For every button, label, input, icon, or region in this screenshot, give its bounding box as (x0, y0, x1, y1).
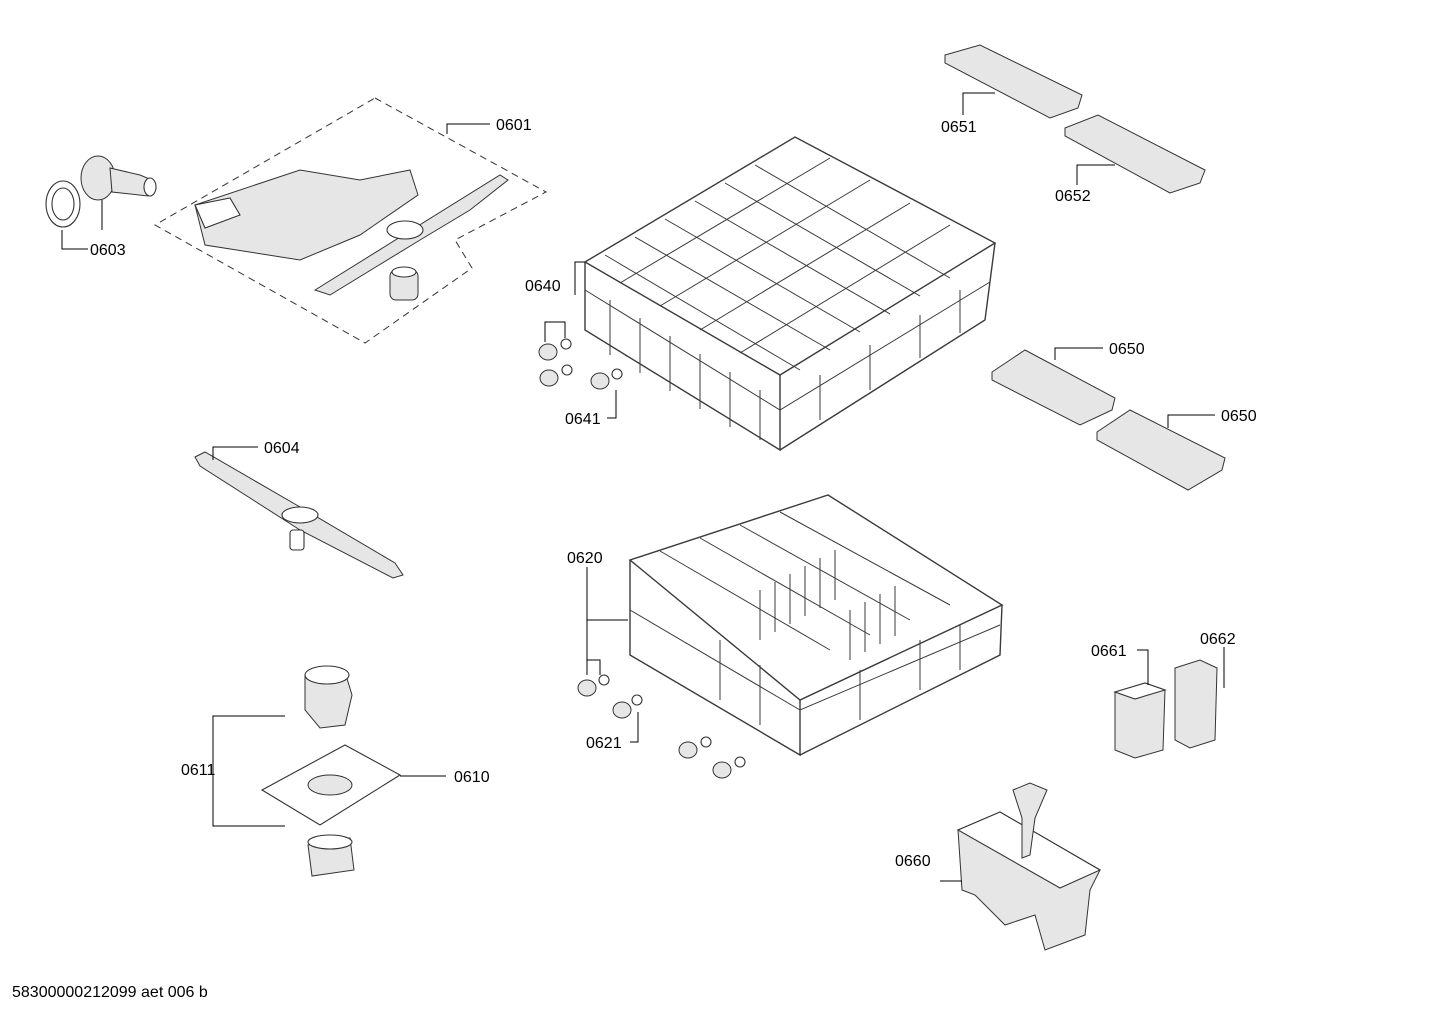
filter-assembly-drawing (260, 665, 402, 877)
label-0660: 0660 (895, 853, 931, 870)
label-0652: 0652 (1055, 188, 1091, 205)
label-0604: 0604 (264, 440, 300, 457)
small-basket-parts-drawing (1113, 659, 1218, 759)
document-id: 58300000212099 aet 006 b (12, 984, 208, 1001)
label-0611: 0611 (181, 762, 216, 779)
lower-spray-arm-drawing (194, 451, 404, 579)
upper-wheels-drawing (538, 338, 623, 390)
lower-wheels-drawing (577, 674, 746, 779)
label-0650-upper: 0650 (1109, 341, 1145, 358)
label-0601: 0601 (496, 117, 532, 134)
seal-elbow-drawing (45, 155, 157, 228)
spray-arm-assembly-drawing (153, 97, 548, 344)
rack-inserts-top-drawing (944, 44, 1206, 194)
lower-basket-drawing (628, 494, 1004, 757)
label-0610: 0610 (454, 769, 490, 786)
label-0662: 0662 (1200, 631, 1236, 648)
label-0651: 0651 (941, 119, 977, 136)
label-0621: 0621 (586, 735, 622, 752)
label-0641: 0641 (565, 411, 601, 428)
rack-inserts-middle-drawing (991, 349, 1226, 491)
label-0640: 0640 (525, 278, 561, 295)
label-0661: 0661 (1091, 643, 1127, 660)
label-0620: 0620 (567, 550, 603, 567)
upper-basket-drawing (583, 136, 997, 452)
label-0650-lower: 0650 (1221, 408, 1257, 425)
cutlery-basket-drawing (956, 782, 1102, 951)
label-0603: 0603 (90, 242, 126, 259)
